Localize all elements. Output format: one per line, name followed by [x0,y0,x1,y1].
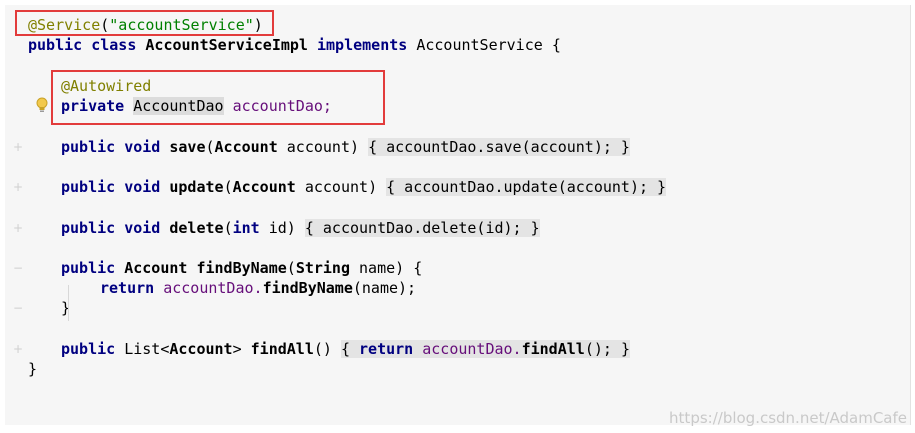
code-line-findall-method: public List<Account> findAll() { return … [61,339,630,359]
paren-open: ( [286,259,296,277]
watermark: https://blog.csdn.net/AdamCafe [669,409,907,427]
brace-close: } [61,299,71,317]
paren-close: ) [286,219,296,237]
brace-close: } [28,360,38,378]
code-line-class-close: } [28,359,37,379]
keyword-class: class [91,36,137,54]
method-name-findall: findAll [250,340,314,358]
method-call: findByName [262,279,353,297]
class-name: AccountServiceImpl [145,36,308,54]
fold-collapse-icon[interactable]: − [13,261,24,275]
paren-open: ( [223,219,233,237]
keyword-return: return [359,340,414,358]
fold-expand-icon[interactable]: + [13,140,24,154]
paren-open: ( [100,16,110,34]
method-call: findAll [521,340,585,358]
field-type[interactable]: AccountDao [133,97,224,115]
fold-expand-icon[interactable]: + [13,180,24,194]
brace-open: { [340,340,350,358]
keyword-implements: implements [317,36,408,54]
paren-close: ) [368,178,378,196]
folded-body-findall[interactable]: { return accountDao.findAll(); } [340,340,630,358]
code-editor[interactable]: @Service("accountService") public class … [5,5,911,425]
fold-collapse-icon[interactable]: − [13,301,24,315]
brace-open: { [413,259,423,277]
paren-close: ) [253,16,263,34]
indent-guide [68,285,69,321]
code-line-findbyname-close: } [61,298,70,318]
keyword-public: public [61,219,116,237]
keyword-void: void [124,178,161,196]
param-type: Account [232,178,296,196]
code-line-findbyname-method: public Account findByName(String name) { [61,258,422,278]
keyword-public: public [61,138,116,156]
param-name: account [286,138,350,156]
method-name-update: update [169,178,224,196]
return-type: Account [124,259,188,277]
annotation-service: @Service [28,16,101,34]
call-args: (name); [352,279,417,297]
paren-open: ( [223,178,233,196]
generic-type-open: List< [124,340,170,358]
keyword-return: return [100,279,155,297]
generic-type-close: > [232,340,242,358]
field-name: accountDao; [232,97,332,115]
code-line-findbyname-return: return accountDao.findByName(name); [100,278,416,298]
brace-open: { [551,36,561,54]
code-line-service-annotation: @Service("accountService") [28,15,263,35]
interface-name: AccountService [416,36,543,54]
keyword-private: private [61,97,125,115]
code-line-field: private AccountDao accountDao; [61,96,332,116]
brace-close: } [620,340,630,358]
folded-body-save[interactable]: { accountDao.save(account); } [368,138,630,156]
service-name-string: "accountService" [109,16,254,34]
field-reference: accountDao. [163,279,263,297]
field-reference: accountDao. [422,340,522,358]
method-name-delete: delete [169,219,224,237]
param-name: account [304,178,369,196]
param-type: Account [214,138,278,156]
folded-body-update[interactable]: { accountDao.update(account); } [386,178,667,196]
param-name: id [268,219,287,237]
folded-body-delete[interactable]: { accountDao.delete(id); } [304,219,540,237]
paren-close: ) [395,259,405,277]
param-type: String [295,259,350,277]
highlight-box-service [15,10,274,36]
highlight-box-autowired [51,70,385,125]
call-args: (); [584,340,612,358]
method-name-save: save [169,138,206,156]
fold-expand-icon[interactable]: + [13,221,24,235]
lightbulb-icon[interactable] [35,96,49,116]
param-type: int [232,219,260,237]
keyword-void: void [124,219,161,237]
code-line-save-method: public void save(Account account) { acco… [61,137,630,157]
parens: () [313,340,332,358]
keyword-public: public [61,178,116,196]
keyword-public: public [61,259,116,277]
method-name-findbyname: findByName [196,259,287,277]
fold-expand-icon[interactable]: + [13,342,24,356]
param-name: name [359,259,396,277]
keyword-public: public [61,340,116,358]
annotation-autowired: @Autowired [61,77,152,95]
code-line-delete-method: public void delete(int id) { accountDao.… [61,218,540,238]
keyword-public: public [28,36,83,54]
paren-open: ( [205,138,215,156]
generic-type-param: Account [169,340,233,358]
keyword-void: void [124,138,161,156]
code-line-update-method: public void update(Account account) { ac… [61,177,667,197]
paren-close: ) [350,138,360,156]
code-line-class-declaration: public class AccountServiceImpl implemen… [28,35,561,55]
code-line-autowired: @Autowired [61,76,151,96]
